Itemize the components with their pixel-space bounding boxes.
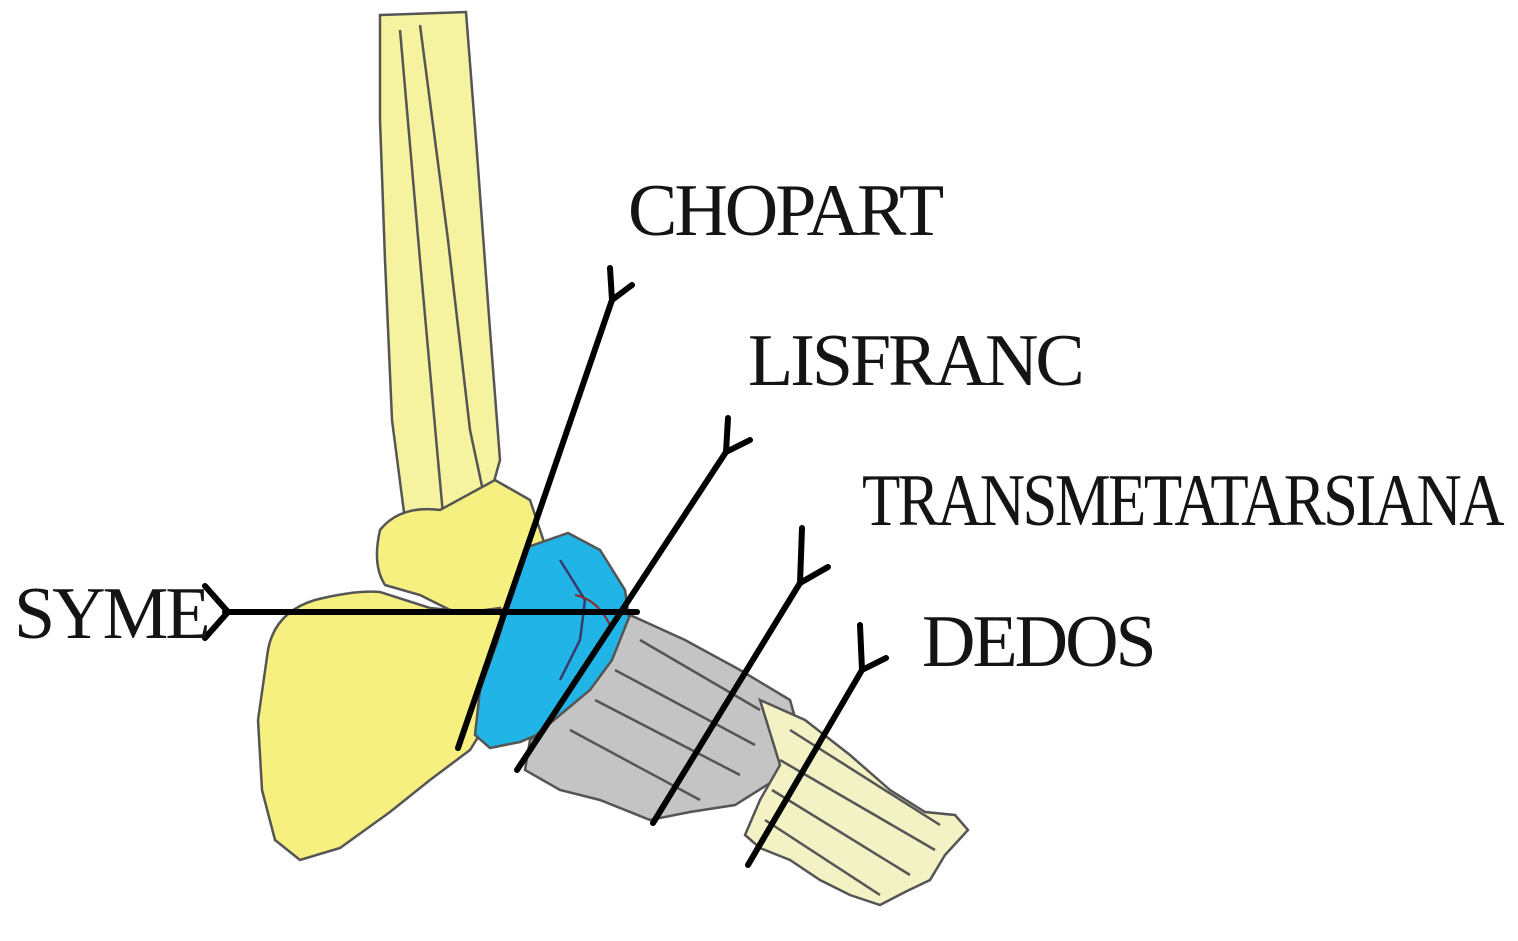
labels: CHOPART LISFRANC TRANSMETATARSIANA DEDOS…	[14, 170, 1504, 683]
toes-block	[745, 700, 968, 905]
phalanx-bones	[745, 700, 968, 905]
dedos-fork	[860, 625, 886, 670]
label-chopart: CHOPART	[628, 170, 943, 252]
syme-fork	[205, 586, 228, 638]
chopart-fork	[610, 268, 632, 300]
lisfranc-fork	[726, 418, 750, 452]
label-dedos: DEDOS	[922, 601, 1154, 683]
label-syme: SYME	[14, 573, 208, 655]
label-lisfranc: LISFRANC	[748, 320, 1082, 402]
label-transmetatarsiana: TRANSMETATARSIANA	[862, 460, 1504, 542]
transmetatarsiana-fork	[800, 528, 828, 583]
